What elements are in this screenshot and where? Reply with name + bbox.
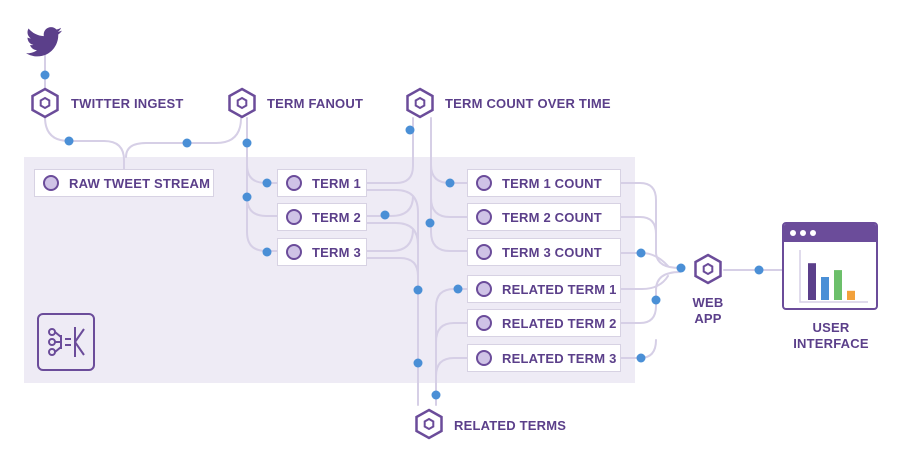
wire-fanout-term2 <box>246 196 281 217</box>
web-app-line-1: WEB <box>692 295 724 310</box>
dot <box>64 136 74 146</box>
user-interface-line-1: USER <box>812 320 850 335</box>
ui-chart-bar <box>821 277 829 300</box>
topic-term-3: TERM 3 <box>277 238 367 266</box>
topic-term-2: TERM 2 <box>277 203 367 231</box>
browser-chart-icon <box>782 222 878 310</box>
topic-label: RELATED TERM 1 <box>502 281 617 297</box>
wire-term2-tcot <box>366 195 414 217</box>
dot <box>262 178 272 188</box>
wire-term3-related <box>366 257 419 406</box>
topic-icon <box>476 281 492 297</box>
browser-dot <box>810 230 816 236</box>
topic-icon <box>476 315 492 331</box>
service-label-twitter-ingest: TWITTER INGEST <box>71 96 184 111</box>
dot <box>431 390 441 400</box>
browser-dot <box>800 230 806 236</box>
topic-icon <box>476 175 492 191</box>
topic-raw-tweet-stream: RAW TWEET STREAM <box>34 169 214 197</box>
dot <box>445 178 455 188</box>
dot <box>754 265 764 275</box>
ui-bar-chart <box>799 250 868 303</box>
dot <box>405 125 415 135</box>
topic-term-2-count: TERM 2 COUNT <box>467 203 621 231</box>
wire-term3-tcot <box>366 228 414 252</box>
topic-related-term-3: RELATED TERM 3 <box>467 344 621 372</box>
dot <box>262 247 272 257</box>
ui-chart-bar <box>834 270 842 300</box>
topic-label: RELATED TERM 3 <box>502 350 617 366</box>
wire-count2-web <box>620 216 657 235</box>
dot <box>40 70 50 80</box>
wire-related-topics <box>435 288 469 406</box>
service-label-term-count-over-time: TERM COUNT OVER TIME <box>445 96 611 111</box>
hexagon-icon <box>228 87 256 119</box>
service-label-related-terms: RELATED TERMS <box>454 418 567 433</box>
wire-count1-web <box>620 182 681 269</box>
wire-tcot-counts <box>430 117 469 252</box>
topic-icon <box>286 175 302 191</box>
wire-related-topic3 <box>435 357 469 377</box>
wire-term1-related <box>366 189 419 297</box>
wire-related-topic2 <box>435 322 469 343</box>
user-interface-label: USER INTERFACE <box>786 320 876 352</box>
topic-icon <box>476 350 492 366</box>
topic-label: RELATED TERM 2 <box>502 315 617 331</box>
topic-term-3-count: TERM 3 COUNT <box>467 238 621 266</box>
kafka-streams-icon <box>37 313 95 371</box>
hexagon-icon <box>415 408 443 440</box>
topic-icon <box>476 244 492 260</box>
hexagon-icon <box>406 87 434 119</box>
hexagon-icon <box>31 87 59 119</box>
topic-term-1-count: TERM 1 COUNT <box>467 169 621 197</box>
wire-term2-related <box>366 222 419 246</box>
dot <box>242 138 252 148</box>
ui-chart-bar <box>808 263 816 300</box>
dot <box>380 210 390 220</box>
dot <box>242 192 252 202</box>
service-label-term-fanout: TERM FANOUT <box>267 96 364 111</box>
topic-related-term-2: RELATED TERM 2 <box>467 309 621 337</box>
topic-label: RAW TWEET STREAM <box>69 175 211 191</box>
ui-chart-frame <box>799 250 868 303</box>
topic-label: TERM 2 COUNT <box>502 209 602 225</box>
user-interface-line-2: INTERFACE <box>793 336 869 351</box>
wire-raw-fanout <box>125 117 242 158</box>
topic-icon <box>43 175 59 191</box>
dot <box>453 284 463 294</box>
dot <box>413 358 423 368</box>
topic-term-1: TERM 1 <box>277 169 367 197</box>
dot <box>636 353 646 363</box>
topic-label: TERM 1 COUNT <box>502 175 602 191</box>
wire-rel2-web <box>620 271 681 324</box>
topic-icon <box>476 209 492 225</box>
dot <box>676 263 686 273</box>
topic-label: TERM 1 <box>312 175 361 191</box>
topic-icon <box>286 209 302 225</box>
ui-chart-bar <box>847 290 855 300</box>
dot <box>413 285 423 295</box>
topic-label: TERM 2 <box>312 209 361 225</box>
wire-tcot-count2 <box>430 197 469 218</box>
dot <box>651 295 661 305</box>
service-label-web-app: WEB APP <box>688 295 728 327</box>
topic-icon <box>286 244 302 260</box>
browser-dot <box>790 230 796 236</box>
kafka-streams-glyph <box>48 327 85 357</box>
twitter-bird-icon <box>26 27 62 57</box>
browser-titlebar <box>784 224 876 242</box>
wire-term1-tcot <box>366 117 414 184</box>
topic-label: TERM 3 <box>312 244 361 260</box>
topic-label: TERM 3 COUNT <box>502 244 602 260</box>
hexagon-icon <box>694 253 722 285</box>
dot <box>182 138 192 148</box>
wire-ingest-raw <box>44 116 125 170</box>
web-app-line-2: APP <box>694 311 722 326</box>
dot <box>636 248 646 258</box>
topic-related-term-1: RELATED TERM 1 <box>467 275 621 303</box>
dot <box>425 218 435 228</box>
